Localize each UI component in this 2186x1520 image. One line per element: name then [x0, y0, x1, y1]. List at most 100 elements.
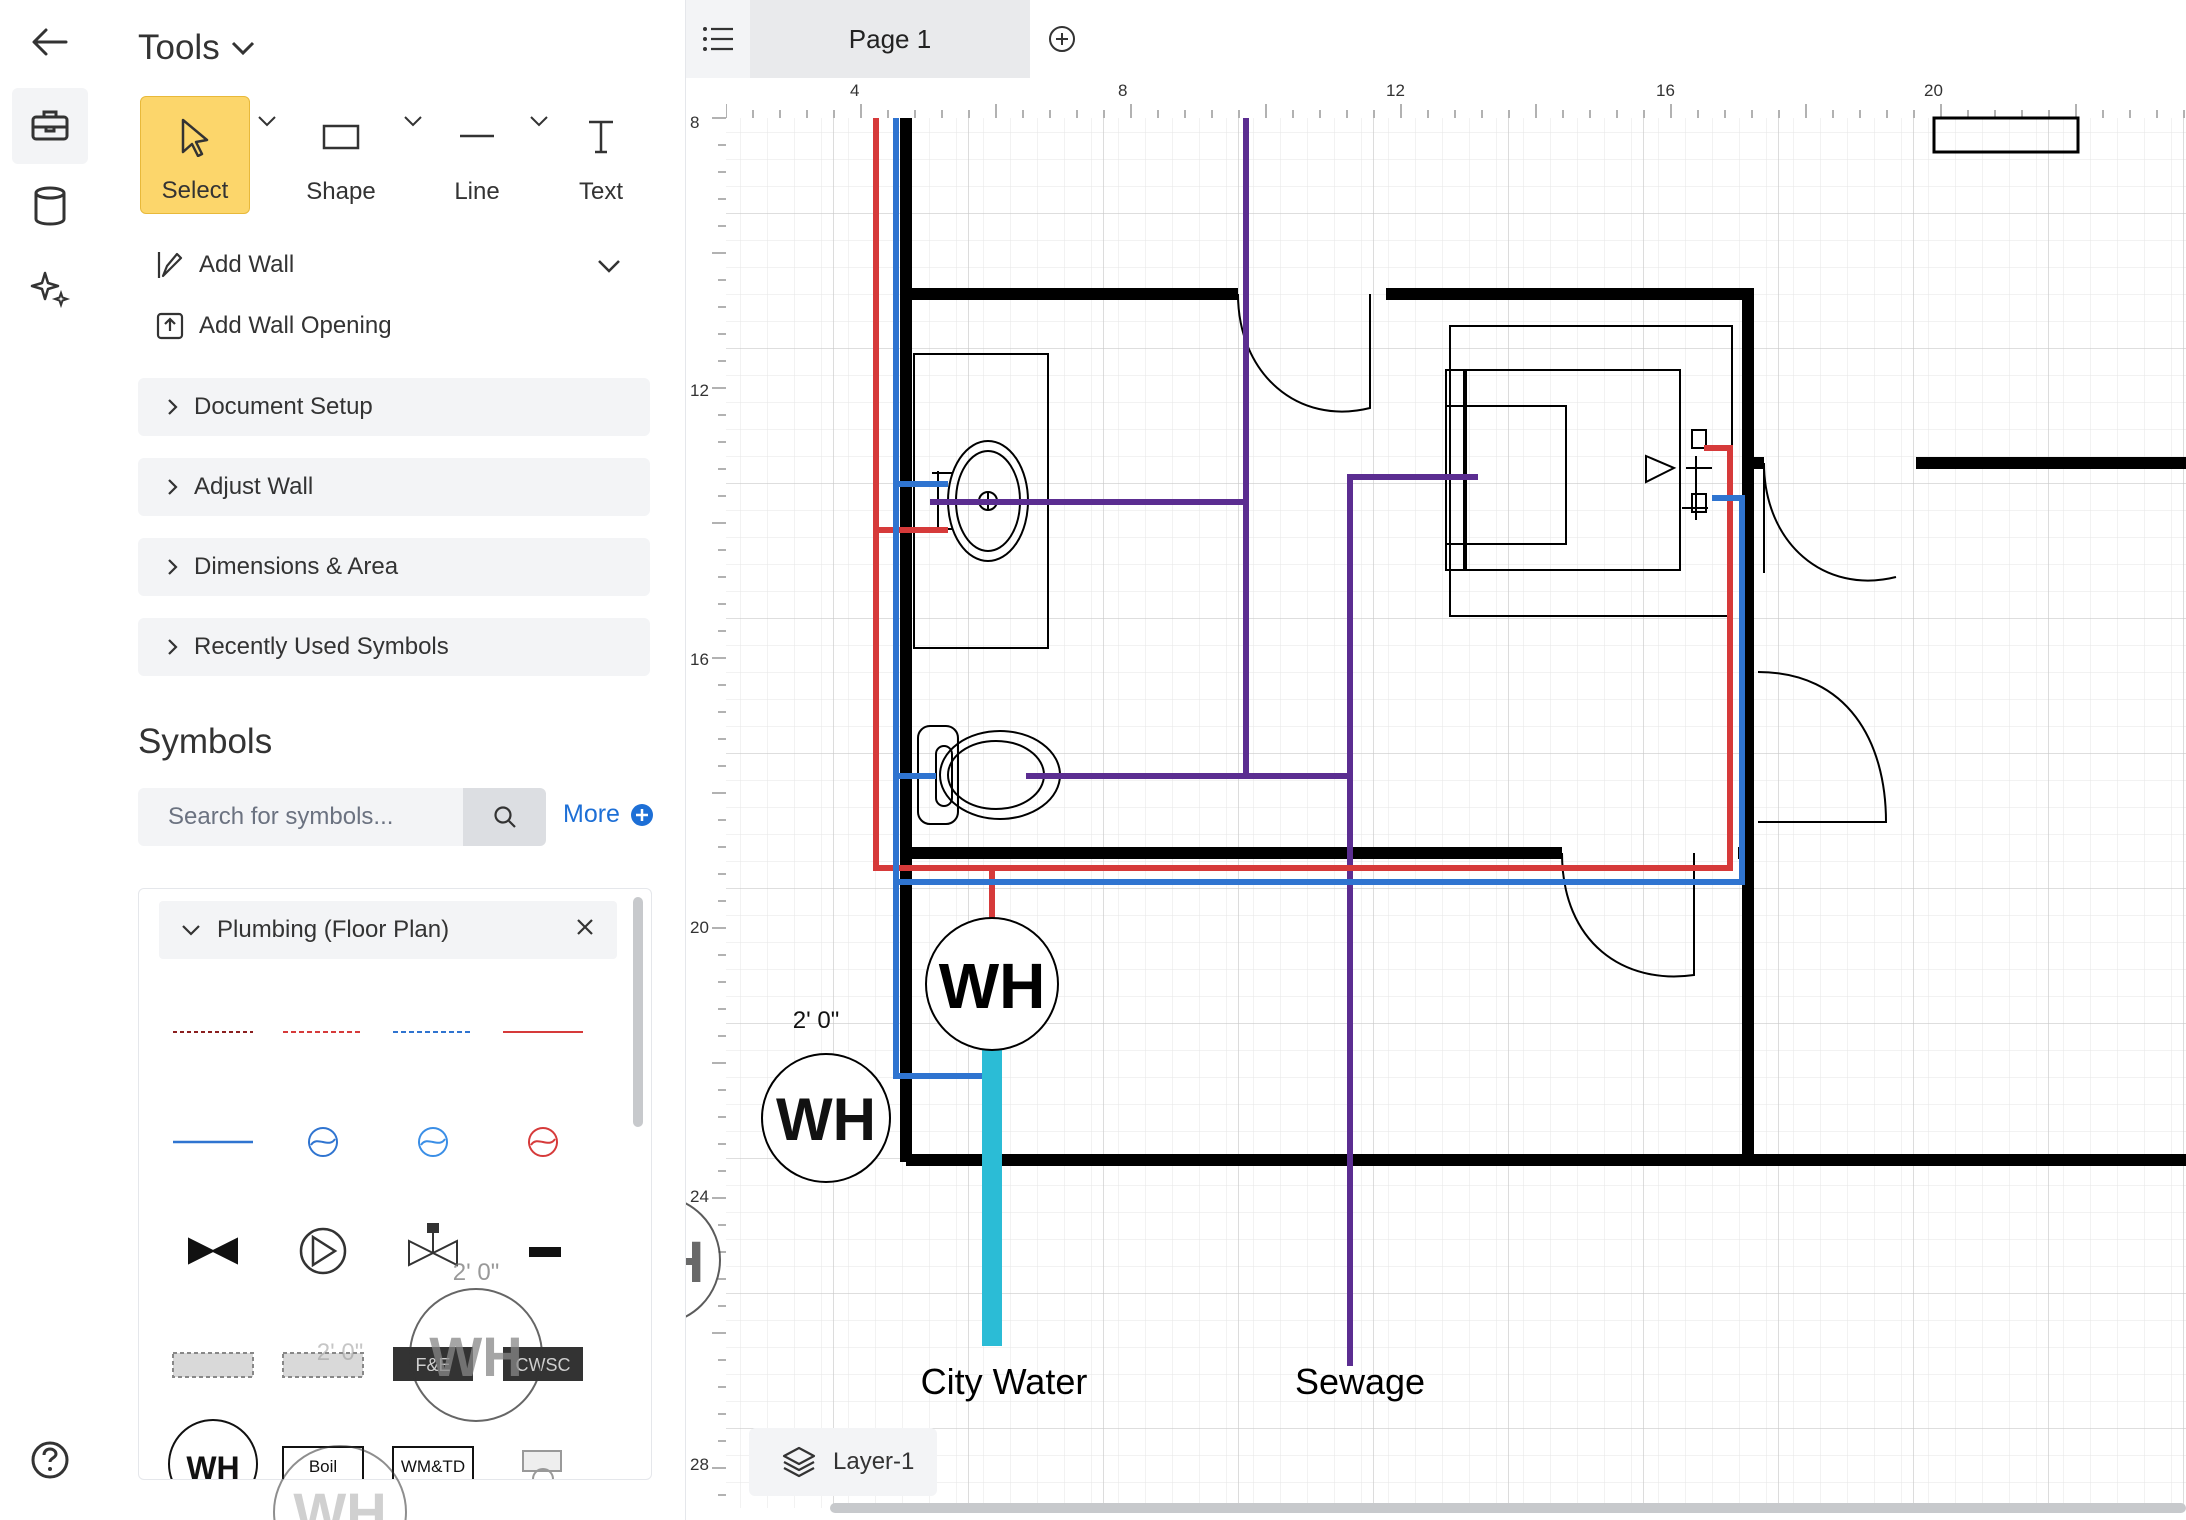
ghost-wh-label-3: WH — [686, 1230, 704, 1295]
pages-list-button[interactable] — [686, 0, 750, 78]
water-heater-placed[interactable]: WH — [926, 918, 1058, 1050]
top-ruler: 4 8 12 16 20 — [686, 78, 2186, 118]
chevron-right-icon — [166, 477, 180, 497]
ruler-left-28: 28 — [690, 1455, 709, 1474]
select-tool-label: Select — [162, 177, 229, 205]
pump-symbol[interactable] — [301, 1229, 345, 1273]
add-wall-chevron-icon[interactable] — [596, 258, 622, 274]
add-wall-button[interactable]: Add Wall — [155, 250, 294, 280]
select-tool[interactable]: Select — [140, 96, 250, 214]
chevron-right-icon — [166, 637, 180, 657]
tools-rail-button[interactable] — [12, 88, 88, 164]
recently-used-symbols-section[interactable]: Recently Used Symbols — [138, 618, 650, 676]
cwsc-symbol-label: CWSC — [516, 1355, 571, 1375]
text-tool[interactable]: Text — [546, 96, 656, 214]
ruler-left-12: 12 — [690, 381, 709, 400]
more-symbols-button[interactable]: More — [563, 800, 654, 829]
dimensions-area-label: Dimensions & Area — [194, 553, 398, 581]
circulator-lightblue-symbol[interactable] — [419, 1128, 447, 1156]
dashed-box-2-symbol[interactable] — [283, 1353, 363, 1377]
ghost-wh-label-1: WH — [293, 1481, 386, 1520]
chevron-right-icon — [166, 397, 180, 417]
pencil-icon — [155, 250, 185, 280]
help-button[interactable] — [12, 1422, 88, 1498]
shape-tool[interactable]: Shape — [286, 96, 396, 214]
add-page-button[interactable] — [1030, 0, 1094, 78]
pointer-icon — [177, 117, 213, 157]
circulator-blue-symbol[interactable] — [309, 1128, 337, 1156]
line-tool-label: Line — [454, 178, 499, 206]
sparkle-icon — [29, 267, 71, 309]
select-options-chevron-icon[interactable] — [256, 114, 278, 128]
circulator-red-symbol[interactable] — [529, 1128, 557, 1156]
wall-opening-icon — [155, 311, 185, 341]
page-tab[interactable]: Page 1 — [750, 0, 1030, 78]
fs-symbol-label: F&E — [415, 1355, 450, 1375]
add-wall-label: Add Wall — [199, 251, 294, 279]
tools-panel: Tools Select Shape Line Text Add Wall Ad… — [100, 0, 686, 1520]
database-icon — [30, 185, 70, 227]
layer-label: Layer-1 — [833, 1448, 914, 1476]
hamburger-icon — [702, 26, 734, 52]
ruler-left-24: 24 — [690, 1187, 709, 1206]
document-setup-section[interactable]: Document Setup — [138, 378, 650, 436]
shape-options-chevron-icon[interactable] — [402, 114, 424, 128]
ruler-left-16: 16 — [690, 650, 709, 669]
pressure-valve-symbol[interactable] — [409, 1223, 457, 1265]
line-tool[interactable]: Line — [422, 96, 532, 214]
gate-valve-symbol[interactable] — [189, 1239, 237, 1263]
page-tab-bar: Page 1 — [686, 0, 2186, 79]
water-heater-symbol-label: WH — [186, 1450, 239, 1479]
add-wall-opening-label: Add Wall Opening — [199, 312, 392, 340]
ruler-left-20: 20 — [690, 918, 709, 937]
ruler-top-8: 8 — [1118, 81, 1127, 100]
ruler-left-8: 8 — [690, 113, 699, 132]
rectangle-icon — [321, 116, 361, 156]
text-tool-label: Text — [579, 178, 623, 206]
add-wall-opening-button[interactable]: Add Wall Opening — [155, 311, 392, 341]
layers-icon — [781, 1444, 817, 1480]
more-label: More — [563, 800, 620, 829]
symbols-title: Symbols — [138, 722, 272, 762]
dimensions-area-section[interactable]: Dimensions & Area — [138, 538, 650, 596]
canvas-horizontal-scrollbar[interactable] — [830, 1503, 2186, 1513]
data-rail-button[interactable] — [12, 168, 88, 244]
backflow-symbol[interactable] — [523, 1451, 561, 1479]
city-water-label: City Water — [921, 1361, 1088, 1402]
arrow-left-icon — [30, 22, 70, 62]
back-button[interactable] — [12, 4, 88, 80]
tools-title[interactable]: Tools — [138, 28, 256, 68]
canvas-area: Page 1 4 8 12 16 20 8 — [686, 0, 2186, 1520]
toolbox-icon — [29, 105, 71, 147]
library-scrollbar[interactable] — [633, 897, 643, 1127]
pipe-cap-symbol[interactable] — [529, 1247, 561, 1257]
symbol-search-input[interactable] — [138, 788, 463, 846]
recently-used-symbols-label: Recently Used Symbols — [194, 633, 449, 661]
sewage-label: Sewage — [1295, 1361, 1425, 1402]
dashed-box-symbol[interactable] — [173, 1353, 253, 1377]
ruler-top-12: 12 — [1386, 81, 1405, 100]
ai-rail-button[interactable] — [12, 250, 88, 326]
ruler-top-16: 16 — [1656, 81, 1675, 100]
help-icon — [29, 1439, 71, 1481]
adjust-wall-section[interactable]: Adjust Wall — [138, 458, 650, 516]
tools-title-label: Tools — [138, 28, 220, 68]
ruler-top-4: 4 — [850, 81, 859, 100]
water-heater-label: WH — [939, 950, 1046, 1022]
shape-tool-label: Shape — [306, 178, 375, 206]
dim-width-label: 2' 0" — [793, 1007, 839, 1034]
boiler-symbol-label: Boil — [309, 1457, 337, 1476]
symbol-search-button[interactable] — [463, 788, 546, 846]
floor-plan-canvas[interactable]: 4 8 12 16 20 8 12 16 20 24 28 — [686, 78, 2186, 1520]
layer-selector[interactable]: Layer-1 — [749, 1428, 937, 1496]
search-icon — [492, 804, 518, 830]
symbol-grid: F&E CWSC WH Boil WM&TD — [139, 889, 629, 1479]
adjust-wall-label: Adjust Wall — [194, 473, 313, 501]
plus-circle-icon — [630, 803, 654, 827]
line-icon — [457, 116, 497, 156]
dragging-wh-label: WH — [776, 1086, 876, 1153]
plus-circle-icon — [1047, 24, 1077, 54]
ruler-top-20: 20 — [1924, 81, 1943, 100]
text-icon — [581, 116, 621, 156]
symbol-library: Plumbing (Floor Plan) F&E CWSC WH — [138, 888, 652, 1480]
